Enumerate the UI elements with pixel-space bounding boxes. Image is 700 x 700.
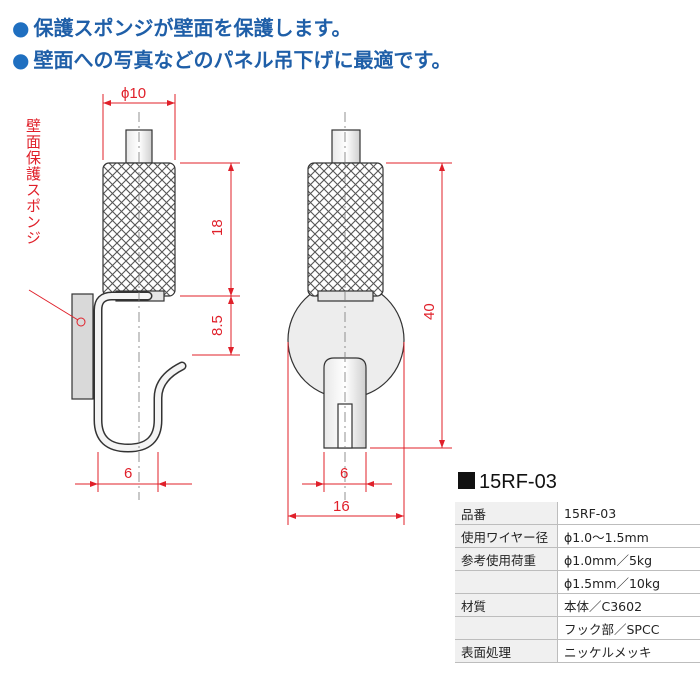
bullet-dot: ● [12,16,30,40]
feature-item: ●壁面への写真などのパネル吊下げに最適です。 [12,44,451,76]
spec-key: 品番 [455,502,558,525]
dim-hook-gap: 6 [124,465,132,482]
spec-key: 材質 [455,593,558,617]
dim-front-width: 16 [333,498,350,515]
spec-key [455,570,558,594]
dim-knurl-height: 18 [209,219,226,236]
spec-value: 15RF-03 [557,502,700,525]
table-row: ϕ1.5mm／10kg [455,570,700,594]
dim-diameter: ϕ10 [121,85,146,102]
table-row: 表面処理ニッケルメッキ [455,639,700,663]
dim-front-slot: 6 [340,465,348,482]
sponge-label: 壁面保護スポンジ [24,118,42,246]
spec-key [455,616,558,640]
square-icon [458,472,475,489]
dim-total-height: 40 [421,303,438,320]
spec-value: ϕ1.0〜1.5mm [557,524,700,548]
slotted-leg [323,357,367,449]
spec-key: 参考使用荷重 [455,547,558,571]
spec-value: ϕ1.0mm／5kg [557,547,700,571]
table-row: フック部／SPCC [455,616,700,640]
feature-text: 壁面への写真などのパネル吊下げに最適です。 [33,48,452,72]
spec-value: 本体／C3602 [557,593,700,617]
side-view [71,112,187,500]
knurled-body [307,162,384,297]
feature-item: ●保護スポンジが壁面を保護します。 [12,12,451,44]
spec-value: ニッケルメッキ [557,639,700,663]
spec-title-text: 15RF-03 [479,471,557,493]
spec-value: ϕ1.5mm／10kg [557,570,700,594]
feature-text: 保護スポンジが壁面を保護します。 [33,16,352,40]
feature-list: ●保護スポンジが壁面を保護します。 ●壁面への写真などのパネル吊下げに最適です。 [12,12,451,76]
wall-sponge [71,293,94,400]
spec-title: 15RF-03 [458,471,557,494]
front-view [287,112,405,500]
spec-key: 使用ワイヤー径 [455,524,558,548]
bullet-dot: ● [12,48,30,72]
spec-value: フック部／SPCC [557,616,700,640]
dim-hook-height: 8.5 [209,315,226,336]
spec-key: 表面処理 [455,639,558,663]
top-pin [331,129,361,164]
collar [317,290,374,302]
table-row: 材質本体／C3602 [455,593,700,617]
